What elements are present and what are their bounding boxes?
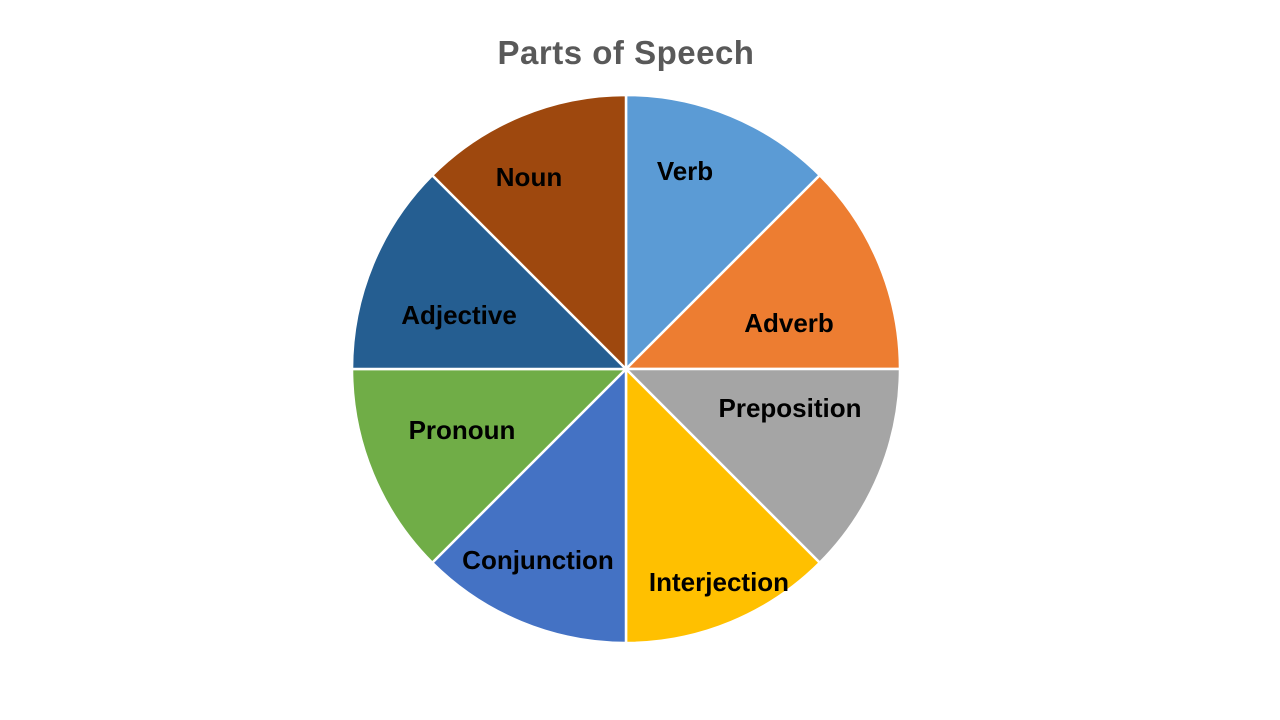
label-preposition: Preposition (718, 393, 861, 423)
label-conjunction: Conjunction (462, 545, 614, 575)
slice-noun (430, 93, 628, 373)
slice-preposition (622, 367, 902, 565)
slice-pronoun (350, 367, 630, 565)
slice-interjection (624, 365, 822, 645)
label-noun: Noun (496, 162, 562, 192)
slice-conjunction (430, 365, 628, 645)
label-adverb: Adverb (744, 308, 834, 338)
label-interjection: Interjection (649, 567, 789, 597)
pie-slices (350, 93, 902, 645)
chart-title: Parts of Speech (497, 34, 755, 71)
label-pronoun: Pronoun (409, 415, 516, 445)
label-verb: Verb (657, 156, 713, 186)
label-adjective: Adjective (401, 300, 517, 330)
slice-verb (624, 93, 822, 373)
slice-adjective (350, 173, 630, 371)
slice-adverb (622, 173, 902, 371)
